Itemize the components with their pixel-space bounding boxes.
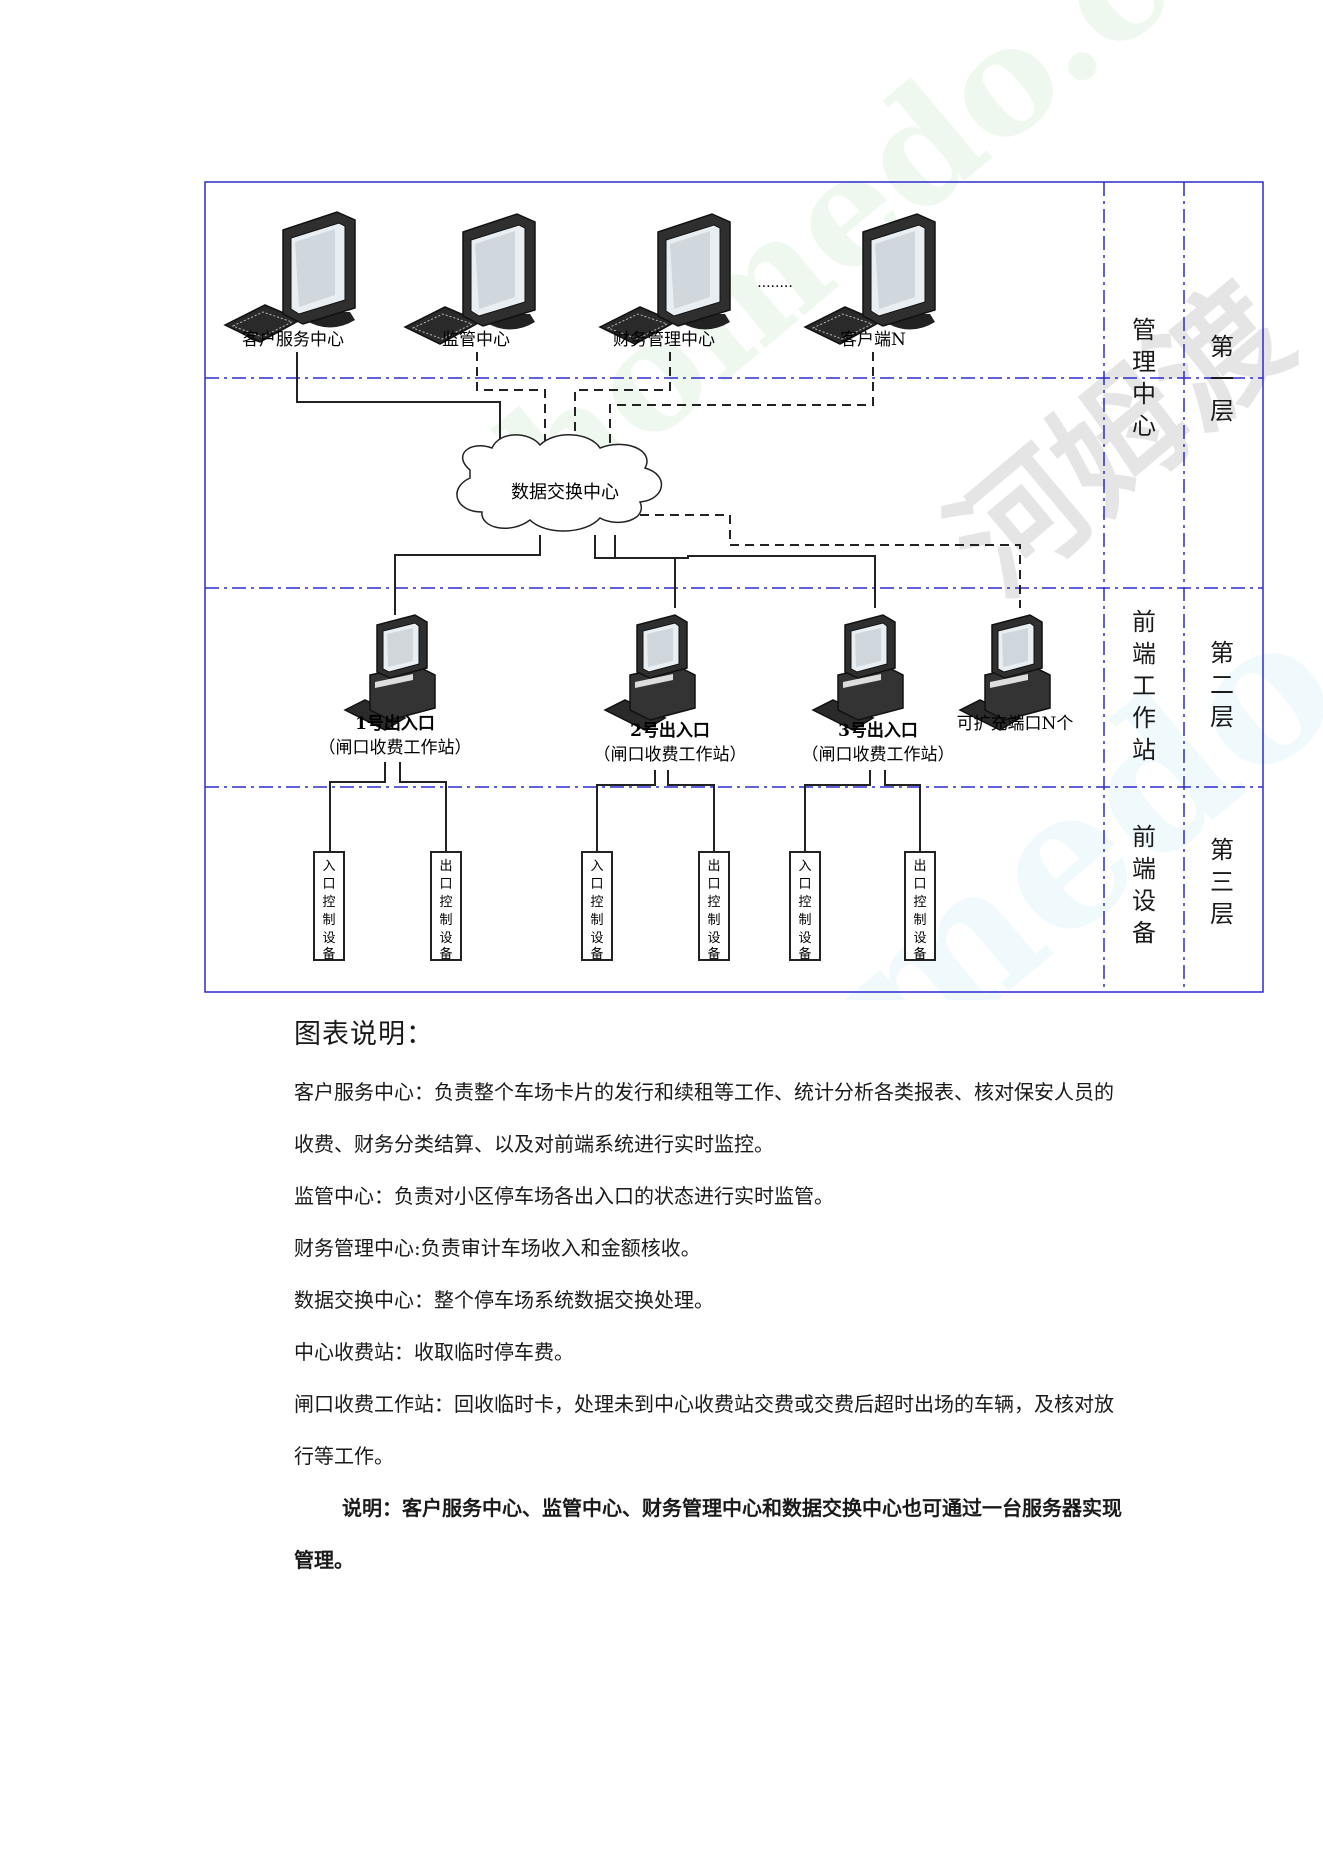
- description-paragraph: 中心收费站：收取临时停车费。: [294, 1340, 574, 1364]
- client-label-finance: 财务管理中心: [613, 330, 715, 350]
- layer-level-3: 第三层: [1210, 836, 1234, 928]
- station-2-line1: 2号出入口: [630, 720, 710, 741]
- computer-icon: [344, 614, 436, 731]
- device-box: 出口控制设备: [430, 851, 462, 962]
- expandable-label: 可扩充端口N个: [957, 714, 1074, 734]
- description-block: 客户服务中心：负责整个车场卡片的发行和续租等工作、统计分析各类报表、核对保安人员…: [294, 1066, 1124, 1482]
- system-architecture-diagram: homedo.com homedo.com 河姆渡 管理中心 前端工作站 前端设…: [204, 0, 1323, 1000]
- layer-level-2: 第二层: [1210, 639, 1234, 731]
- note-block: 说明：客户服务中心、监管中心、财务管理中心和数据交换中心也可通过一台服务器实现管…: [294, 1482, 1124, 1586]
- note-paragraph: 说明：客户服务中心、监管中心、财务管理中心和数据交换中心也可通过一台服务器实现管…: [294, 1496, 1122, 1572]
- description-paragraph: 闸口收费工作站：回收临时卡，处理未到中心收费站交费或交费后超时出场的车辆，及核对…: [294, 1392, 1114, 1468]
- description-paragraph: 客户服务中心：负责整个车场卡片的发行和续租等工作、统计分析各类报表、核对保安人员…: [294, 1080, 1114, 1156]
- device-box: 出口控制设备: [698, 851, 730, 962]
- svg-text:入口控制设备: 入口控制设备: [590, 859, 603, 962]
- client-label-n: 客户端N: [840, 330, 906, 350]
- device-links: [329, 762, 921, 852]
- layer-level-1: 第一层: [1210, 333, 1234, 425]
- description-paragraph: 数据交换中心：整个停车场系统数据交换处理。: [294, 1288, 714, 1312]
- computer-icon: [224, 211, 356, 343]
- network-links: [296, 352, 1021, 615]
- computer-icon: [404, 213, 536, 345]
- ellipsis-label: ........: [757, 275, 793, 291]
- computer-icon: [812, 614, 904, 731]
- station-3-line1: 3号出入口: [838, 720, 918, 741]
- computer-icon: [959, 614, 1051, 731]
- watermark: homedo.com homedo.com 河姆渡: [470, 0, 1323, 1000]
- layer-name-front-station: 前端工作站: [1132, 608, 1156, 764]
- computer-icon: [604, 614, 696, 731]
- station-3-line2: （闸口收费工作站）: [802, 745, 955, 765]
- client-label-service: 客户服务中心: [242, 330, 344, 350]
- svg-text:出口控制设备: 出口控制设备: [707, 859, 720, 962]
- computer-icon: [599, 213, 731, 345]
- layer-name-front-device: 前端设备: [1132, 823, 1156, 947]
- diagram-frame: [204, 181, 1264, 993]
- description-paragraph: 监管中心：负责对小区停车场各出入口的状态进行实时监管。: [294, 1184, 834, 1208]
- svg-text:出口控制设备: 出口控制设备: [913, 859, 926, 962]
- data-exchange-cloud: [456, 434, 663, 532]
- device-box: 入口控制设备: [581, 851, 613, 962]
- station-1-line1: 1号出入口: [355, 713, 435, 734]
- svg-text:入口控制设备: 入口控制设备: [322, 859, 335, 962]
- svg-text:出口控制设备: 出口控制设备: [439, 859, 452, 962]
- station-1-line2: （闸口收费工作站）: [319, 738, 472, 758]
- device-box: 出口控制设备: [904, 851, 936, 962]
- device-box: 入口控制设备: [789, 851, 821, 962]
- device-box: 入口控制设备: [313, 851, 345, 962]
- cloud-label: 数据交换中心: [511, 482, 619, 503]
- caption-heading: 图表说明：: [294, 1019, 434, 1050]
- layer-name-management: 管理中心: [1132, 316, 1156, 440]
- station-2-line2: （闸口收费工作站）: [594, 745, 747, 765]
- description-paragraph: 财务管理中心:负责审计车场收入和金额核收。: [294, 1236, 701, 1260]
- client-label-supervision: 监管中心: [442, 330, 510, 350]
- svg-text:入口控制设备: 入口控制设备: [798, 859, 811, 962]
